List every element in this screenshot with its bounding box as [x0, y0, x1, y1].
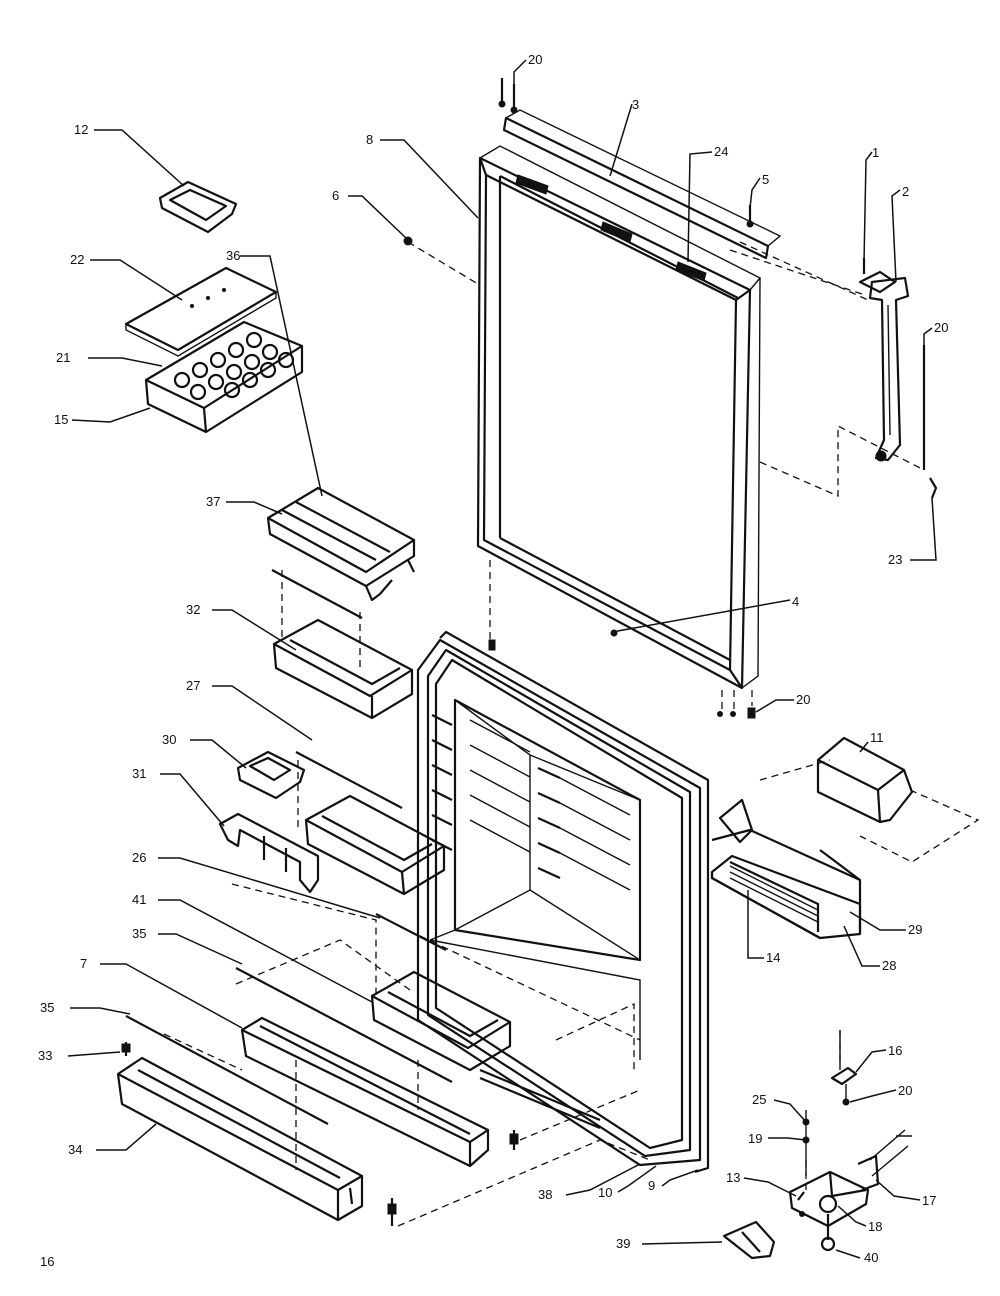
- callout-27: 27: [186, 678, 200, 693]
- small-cup: [236, 750, 306, 800]
- middle-door-bin: [295, 751, 446, 896]
- door-top-cap: [502, 109, 782, 260]
- callout-34: 34: [68, 1142, 82, 1157]
- callout-32: 32: [186, 602, 200, 617]
- callout-38: 38: [538, 1187, 552, 1202]
- callout-6: 6: [332, 188, 339, 203]
- door-outer-panel: [476, 145, 762, 690]
- egg-tray-cover: [124, 266, 278, 357]
- door-gasket: [439, 630, 710, 1174]
- callout-2: 2: [902, 184, 909, 199]
- callout-labels: 1 2 3 4 5 6 7 8 9 10 11 12 13 14 15 16 1…: [38, 52, 948, 1269]
- freezer-basket: [710, 798, 862, 940]
- dairy-bin: [271, 569, 414, 720]
- callout-20-top: 20: [528, 52, 542, 67]
- callout-31: 31: [132, 766, 146, 781]
- callout-leaders: [67, 59, 937, 1259]
- callout-29: 29: [908, 922, 922, 937]
- dairy-door: [266, 486, 416, 602]
- callout-11: 11: [870, 730, 884, 745]
- callout-23: 23: [888, 552, 902, 567]
- callout-17: 17: [922, 1193, 936, 1208]
- lower-small-bin: [370, 913, 512, 1072]
- callout-13: 13: [726, 1170, 740, 1185]
- callout-21: 21: [56, 350, 70, 365]
- callout-28: 28: [882, 958, 896, 973]
- butter-cup: [158, 180, 238, 234]
- door-inner-liner: [416, 638, 702, 1167]
- callout-3: 3: [632, 97, 639, 112]
- callout-40: 40: [864, 1250, 878, 1265]
- callout-39: 39: [616, 1236, 630, 1251]
- callout-10: 10: [598, 1185, 612, 1200]
- callout-20-hinge: 20: [898, 1083, 912, 1098]
- egg-tray: [144, 320, 304, 434]
- callout-19: 19: [748, 1131, 762, 1146]
- callout-15: 15: [54, 412, 68, 427]
- door-handle: [858, 270, 910, 462]
- screws-hardware: [121, 78, 938, 1226]
- callout-20-door: 20: [796, 692, 810, 707]
- hinge-cover: [722, 1220, 776, 1260]
- callout-22: 22: [70, 252, 84, 267]
- bottom-door-bin: [116, 1015, 364, 1222]
- callout-1: 1: [872, 145, 879, 160]
- callout-12: 12: [74, 122, 88, 137]
- callout-14: 14: [766, 950, 780, 965]
- callout-35-upper: 35: [132, 926, 146, 941]
- callout-24: 24: [714, 144, 728, 159]
- long-door-bin: [235, 967, 490, 1168]
- assembly-lines: [163, 241, 980, 1227]
- callout-33: 33: [38, 1048, 52, 1063]
- page-number: 16: [40, 1254, 54, 1269]
- callout-37: 37: [206, 494, 220, 509]
- callout-36: 36: [226, 248, 240, 263]
- callout-5: 5: [762, 172, 769, 187]
- callout-8: 8: [366, 132, 373, 147]
- callout-35-lower: 35: [40, 1000, 54, 1015]
- callout-4: 4: [792, 594, 799, 609]
- callout-7: 7: [80, 956, 87, 971]
- callout-18: 18: [868, 1219, 882, 1234]
- hinge-assembly: [788, 1030, 909, 1252]
- callout-30: 30: [162, 732, 176, 747]
- callout-25: 25: [752, 1092, 766, 1107]
- bin-bracket: [218, 812, 320, 894]
- callout-41: 41: [132, 892, 146, 907]
- ice-bucket: [816, 736, 914, 824]
- callout-26: 26: [132, 850, 146, 865]
- callout-20-right: 20: [934, 320, 948, 335]
- callout-9: 9: [648, 1178, 655, 1193]
- callout-16: 16: [888, 1043, 902, 1058]
